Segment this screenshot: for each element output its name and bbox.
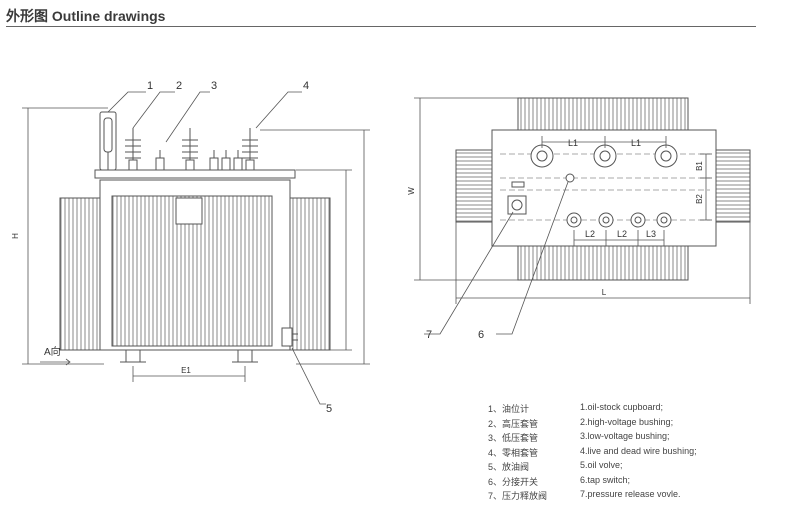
- legend-cn-label: 3、低压套管: [488, 433, 539, 443]
- base-feet: [120, 349, 258, 363]
- legend-item: 7、压力释放阀 7.pressure release vovle.: [488, 489, 788, 504]
- dim-b2: B2: [695, 194, 704, 204]
- legend-en-label: 1.oil-stock cupboard;: [580, 402, 664, 412]
- top-radiator-bottom: [517, 245, 689, 281]
- header: 外形图 Outline drawings: [0, 0, 800, 30]
- dim-e1: E1: [181, 366, 191, 375]
- legend-en-label: 3.low-voltage bushing;: [580, 431, 670, 441]
- pressure-valve-mark: [507, 195, 527, 215]
- top-leaders: [424, 181, 569, 335]
- oil-level-gauge: [99, 111, 117, 171]
- legend-cn-label: 5、放油阀: [488, 462, 530, 472]
- legend-cn-label: 7、压力释放阀: [488, 491, 548, 501]
- dim-l3: L3: [646, 229, 656, 239]
- top-lv-bushings: [566, 212, 672, 228]
- parts-legend: 1、油位计 1.oil-stock cupboard; 2、高压套管 2.high-v…: [488, 402, 788, 504]
- callout-2: 2: [176, 80, 182, 92]
- callout-4: 4: [303, 80, 309, 92]
- callout-6: 6: [478, 329, 484, 341]
- right-radiator: [289, 197, 331, 351]
- legend-en-label: 6.tap switch;: [580, 474, 631, 485]
- tank-cover: [94, 169, 296, 179]
- callout-labels: 1 2 3 4 5 6 7: [147, 80, 484, 415]
- legend-item: 4、零相套管 4.live and dead wire bushing;: [488, 446, 788, 461]
- dimension-labels: H W L E1 L1 L1 L2 L2 L3 B1 B2 A向: [11, 138, 704, 375]
- nameplate: [175, 197, 203, 225]
- top-view: [414, 97, 751, 335]
- page-title: 外形图 Outline drawings: [6, 8, 166, 24]
- left-radiator: [59, 197, 101, 351]
- callout-3: 3: [211, 80, 217, 92]
- legend-en-label: 4.live and dead wire bushing;: [580, 445, 697, 456]
- tap-switch-mark: [565, 173, 575, 183]
- legend-cn-label: 4、零相套管: [488, 447, 539, 458]
- hv-bushing-1: [125, 128, 141, 171]
- legend-en-label: 2.high-voltage bushing;: [580, 416, 674, 427]
- legend-cn-label: 2、高压套管: [488, 418, 539, 429]
- top-radiator-left: [455, 149, 493, 223]
- dim-l2-right: L2: [617, 229, 627, 239]
- hv-bushing-3: [242, 128, 258, 171]
- front-leaders: [107, 91, 326, 405]
- front-view: [22, 91, 370, 405]
- dim-l1-right: L1: [631, 138, 641, 148]
- dim-l1-left: L1: [568, 138, 578, 148]
- legend-en-label: 5.oil volve;: [580, 460, 623, 470]
- lv-bushings: [155, 150, 243, 171]
- title-divider: [6, 26, 756, 27]
- dim-h: H: [11, 233, 20, 239]
- callout-7: 7: [426, 329, 432, 341]
- legend-cn-label: 1、油位计: [488, 404, 530, 414]
- top-hv-bushings: [530, 144, 678, 168]
- legend-item: 1、油位计 1.oil-stock cupboard;: [488, 402, 788, 417]
- legend-item: 5、放油阀 5.oil volve;: [488, 460, 788, 475]
- callout-5: 5: [326, 403, 332, 415]
- dim-w: W: [407, 187, 416, 195]
- front-dimensions: [22, 107, 370, 382]
- top-radiator-right: [715, 149, 751, 223]
- callout-1: 1: [147, 80, 153, 92]
- direction-a-label: A向: [44, 345, 61, 358]
- top-radiator-top: [517, 97, 689, 131]
- hv-bushing-2: [182, 128, 198, 171]
- legend-item: 3、低压套管 3.low-voltage bushing;: [488, 431, 788, 446]
- top-dimensions: [414, 97, 751, 304]
- legend-item: 6、分接开关 6.tap switch;: [488, 475, 788, 490]
- legend-item: 2、高压套管 2.high-voltage bushing;: [488, 417, 788, 432]
- dim-l2-left: L2: [585, 229, 595, 239]
- dim-l: L: [602, 288, 607, 297]
- legend-en-label: 7.pressure release vovle.: [580, 489, 681, 499]
- oil-valve: [281, 327, 298, 347]
- legend-cn-label: 6、分接开关: [488, 476, 539, 487]
- gauge-mark: [511, 181, 525, 188]
- dim-b1: B1: [695, 161, 704, 171]
